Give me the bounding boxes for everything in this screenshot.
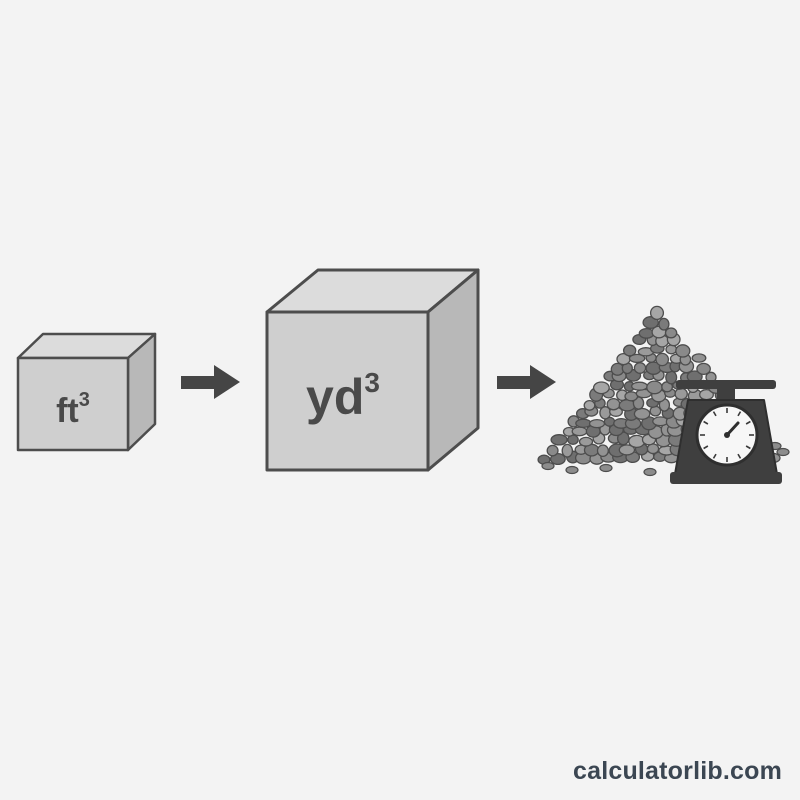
large-cube-label: yd3 xyxy=(306,367,380,425)
kitchen-scale-icon xyxy=(670,380,782,484)
large-cube-unit: yd xyxy=(306,369,364,425)
large-cube-exponent: 3 xyxy=(364,367,380,398)
right-arrow-icon xyxy=(181,365,240,399)
small-cube-exponent: 3 xyxy=(79,389,90,411)
site-watermark: calculatorlib.com xyxy=(572,757,782,785)
small-cube: ft3 xyxy=(16,332,157,452)
small-cube-unit: ft xyxy=(56,392,79,430)
small-cube-label: ft3 xyxy=(56,389,90,430)
large-cube: yd3 xyxy=(265,268,480,472)
right-arrow-icon xyxy=(497,365,556,399)
